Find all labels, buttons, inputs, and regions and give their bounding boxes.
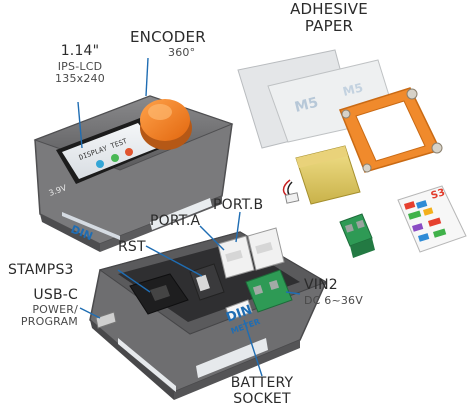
encoder-angle: 360° (168, 46, 196, 59)
rotary-encoder-knob (140, 99, 192, 150)
vin2-range: DC 6~36V (304, 294, 363, 307)
lipo-battery (282, 145, 361, 205)
adhesive-line-1: ADHESIVE (290, 0, 368, 18)
vin2-terminal (245, 269, 293, 313)
vin2-label: VIN2 (304, 277, 338, 293)
lcd-label: 1.14" IPS-LCD 135x240 (40, 44, 120, 84)
adhesive-line-2: PAPER (304, 17, 354, 35)
battery-line-2: SOCKET (233, 391, 291, 407)
port-b-leader (235, 211, 241, 243)
rst-leader (145, 245, 203, 277)
lcd-screen: DISPLAY TEST (56, 118, 162, 184)
sticker-code: S3 (430, 187, 447, 202)
open-base-unit: DIN METER (89, 227, 328, 400)
assembled-unit: DIN DISPLAY TEST 3.9V (33, 95, 234, 252)
lcd-resolution: 135x240 (55, 72, 105, 85)
lcd-leader (77, 101, 83, 149)
port-a-label: PORT.A (150, 213, 201, 229)
stamps3-label: STAMPS3 (8, 262, 74, 278)
callout-lines (77, 57, 301, 377)
vin2-leader (285, 291, 301, 295)
orange-mount-frame (339, 87, 443, 173)
stamps3-leader (117, 269, 151, 293)
paper-logo: M5 (293, 95, 320, 116)
usbc-leader (79, 307, 101, 319)
adhesive-label: ADHESIVE PAPER (276, 2, 382, 34)
lcd-size: 1.14" (60, 43, 100, 59)
loose-terminal-block (339, 213, 375, 258)
rst-label: RST (118, 239, 146, 255)
encoder-leader (145, 57, 149, 97)
paper-logo-2: M5 (341, 80, 364, 98)
encoder-label: ENCODER (130, 28, 206, 46)
sticker-sheet: S3 (397, 185, 467, 253)
battery-line-1: BATTERY (230, 375, 294, 391)
usbc-line-2: POWER/ (32, 303, 78, 316)
port-b-label: PORT.B (213, 197, 264, 213)
battery-leader (243, 319, 263, 377)
usbc-line-1: USB-C (33, 287, 78, 303)
lcd-type: IPS-LCD (57, 60, 103, 73)
battery-label: BATTERY SOCKET (222, 376, 302, 406)
usbc-label: USB-C POWER/ PROGRAM (6, 288, 78, 327)
usbc-line-3: PROGRAM (20, 315, 78, 328)
port-a-leader (199, 225, 225, 251)
